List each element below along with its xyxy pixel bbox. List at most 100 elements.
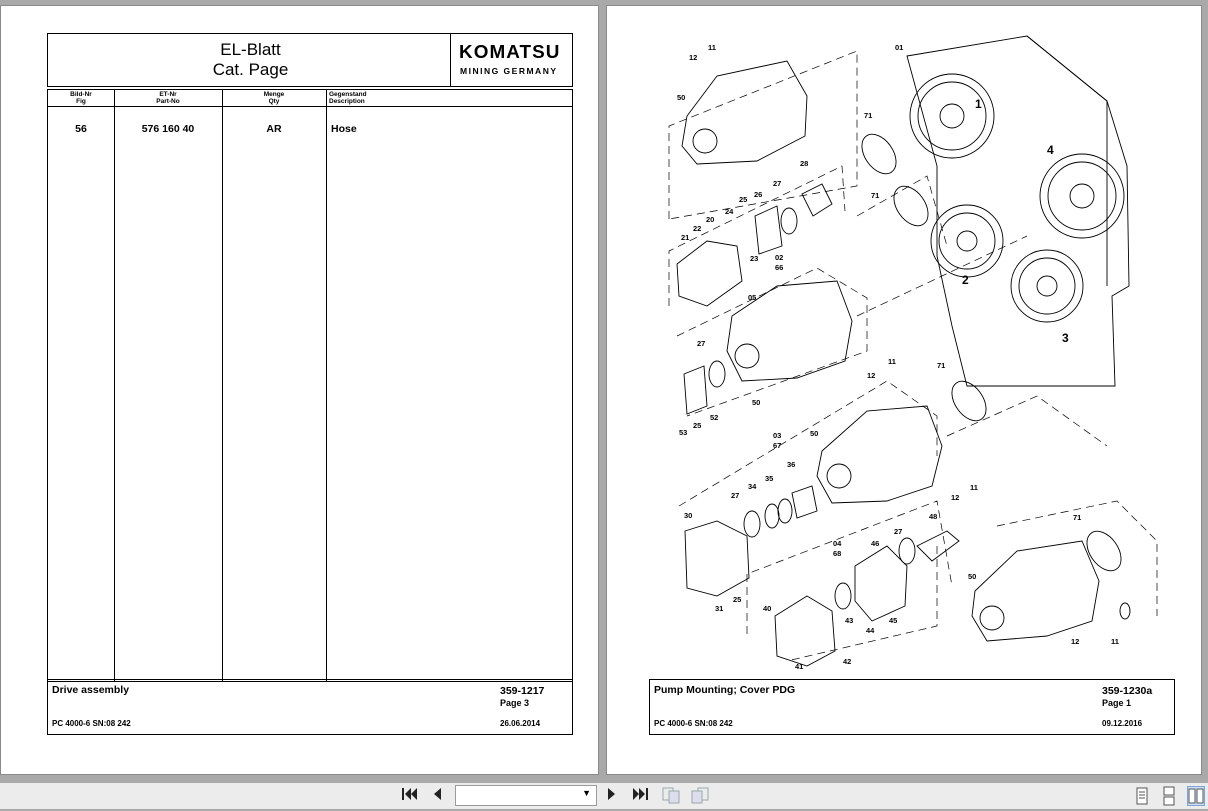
callout-label-11: 11 [1111, 637, 1119, 646]
cell-fig: 56 [75, 123, 87, 135]
callout-label-40: 40 [763, 604, 771, 613]
chevron-down-icon: ▼ [582, 788, 591, 798]
pump-03 [816, 405, 943, 504]
callout-label-12: 12 [867, 371, 875, 380]
footer-model: PC 4000-6 SN:08 242 [654, 719, 733, 728]
continuous-view-icon[interactable] [1160, 786, 1178, 806]
callout-label-41: 41 [795, 662, 803, 671]
footer-page: Page 1 [1102, 698, 1132, 708]
callout-label-34: 34 [748, 482, 757, 491]
callout-label-71: 71 [871, 191, 879, 200]
callout-label-48: 48 [929, 512, 937, 521]
footer-code: 359-1230a [1102, 685, 1153, 697]
callout-label-31: 31 [715, 604, 723, 613]
pump-top [681, 60, 808, 165]
right-footer: Pump Mounting; Cover PDG 359-1230a Page … [649, 679, 1175, 735]
footer-title: Drive assembly [52, 684, 130, 696]
cell-part-no: 576 160 40 [141, 123, 195, 135]
callout-label-4: 4 [1047, 143, 1054, 157]
pump-40 [774, 595, 836, 667]
callout-label-2: 2 [962, 273, 969, 287]
previous-page-icon[interactable] [428, 786, 446, 806]
left-catalog-page: EL-Blatt Cat. Page KOMATSU MINING GERMAN… [0, 5, 599, 775]
callout-label-11: 11 [970, 483, 978, 492]
pump-bottom [971, 540, 1100, 642]
cell-description: Hose [331, 123, 357, 135]
callout-label-25: 25 [739, 195, 747, 204]
next-page-icon[interactable] [603, 786, 621, 806]
go-back-view-icon[interactable] [660, 786, 682, 806]
logo-sub-text: MINING GERMANY [460, 66, 558, 76]
footer-date: 26.06.2014 [500, 719, 541, 728]
callout-label-25: 25 [733, 595, 741, 604]
callout-label-53: 53 [679, 428, 687, 437]
callout-label-45: 45 [889, 616, 897, 625]
callout-label-23: 23 [750, 254, 758, 263]
two-page-view-icon[interactable] [1187, 786, 1205, 806]
pump-20 [676, 240, 743, 307]
callout-label-30: 30 [684, 511, 692, 520]
callout-label-71: 71 [937, 361, 945, 370]
single-page-view-icon[interactable] [1133, 786, 1151, 806]
callout-label-22: 22 [693, 224, 701, 233]
callout-label-27: 27 [894, 527, 902, 536]
title-box: EL-Blatt Cat. Page KOMATSU MINING GERMAN… [47, 33, 573, 87]
callout-label-11: 11 [708, 43, 716, 52]
gearbox-housing [906, 35, 1130, 387]
callout-label-12: 12 [1071, 637, 1079, 646]
footer-code: 359-1217 [500, 685, 545, 697]
page-number-select[interactable]: ▼ [455, 785, 597, 806]
callout-label-20: 20 [706, 215, 714, 224]
callout-label-28: 28 [800, 159, 808, 168]
footer-title: Pump Mounting; Cover PDG [654, 684, 796, 696]
footer-page: Page 3 [500, 698, 530, 708]
callout-label-71: 71 [1073, 513, 1081, 522]
callout-label-50: 50 [677, 93, 685, 102]
go-forward-view-icon[interactable] [689, 786, 711, 806]
callout-label-42: 42 [843, 657, 851, 666]
callout-label-50: 50 [810, 429, 818, 438]
callout-label-35: 35 [765, 474, 773, 483]
callout-label-05: 05 [748, 293, 756, 302]
title-line-en: Cat. Page [212, 60, 289, 79]
callout-label-50: 50 [968, 572, 976, 581]
callout-label-27: 27 [731, 491, 739, 500]
callout-label-12: 12 [951, 493, 959, 502]
viewer-toolbar: ▼ [0, 783, 1208, 809]
callout-label-66: 66 [775, 263, 783, 272]
callout-label-01: 01 [895, 43, 903, 52]
callout-label-68: 68 [833, 549, 841, 558]
callout-label-52: 52 [710, 413, 718, 422]
callout-label-3: 3 [1062, 331, 1069, 345]
callout-label-25: 25 [693, 421, 701, 430]
callout-label-11: 11 [888, 357, 896, 366]
callout-label-24: 24 [725, 207, 734, 216]
callout-label-46: 46 [871, 539, 879, 548]
logo-brand-text: KOMATSU [459, 42, 561, 62]
komatsu-logo: KOMATSU MINING GERMANY [450, 34, 572, 86]
left-footer: Drive assembly 359-1217 Page 3 PC 4000-6… [47, 679, 573, 735]
callout-label-44: 44 [866, 626, 875, 635]
callout-label-27: 27 [697, 339, 705, 348]
callout-label-43: 43 [845, 616, 853, 625]
callout-label-36: 36 [787, 460, 795, 469]
footer-date: 09.12.2016 [1102, 719, 1143, 728]
footer-model: PC 4000-6 SN:08 242 [52, 719, 131, 728]
last-page-icon[interactable] [630, 786, 652, 806]
callout-label-50: 50 [752, 398, 760, 407]
callout-label-04: 04 [833, 539, 842, 548]
callout-label-27: 27 [773, 179, 781, 188]
callout-label-67: 67 [773, 441, 781, 450]
cell-qty: AR [266, 123, 282, 135]
first-page-icon[interactable] [398, 786, 420, 806]
callout-label-26: 26 [754, 190, 762, 199]
title-line-de: EL-Blatt [220, 40, 281, 59]
pump-05 [726, 280, 853, 382]
callout-label-03: 03 [773, 431, 781, 440]
